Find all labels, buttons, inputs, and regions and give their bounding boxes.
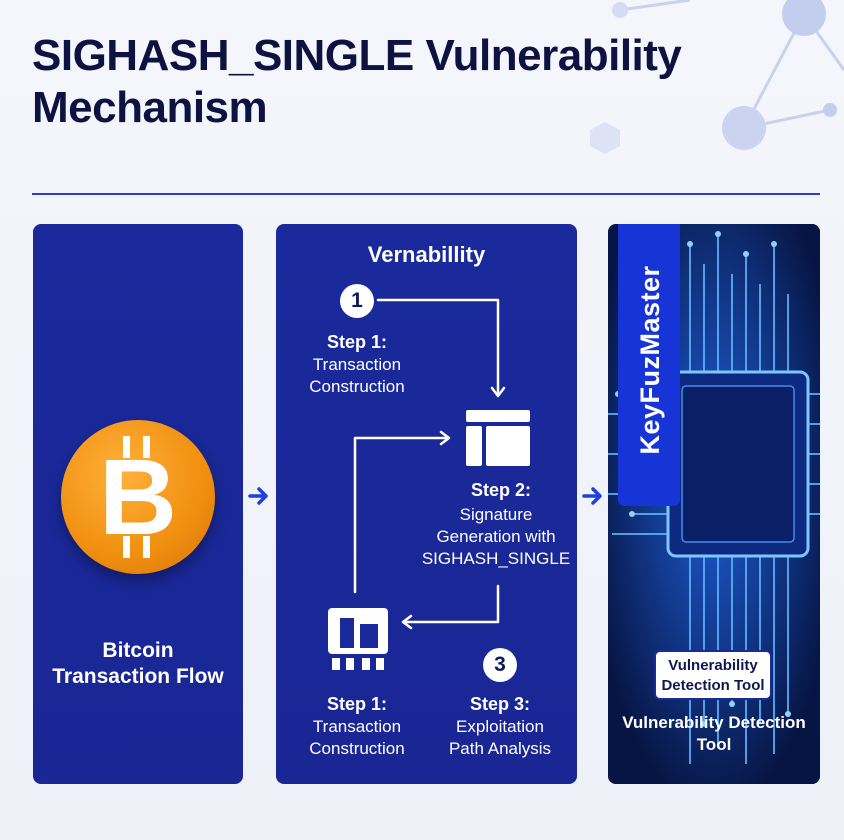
detection-tool-panel: KeyFuzMaster Vulnerability Detection Too… [608, 224, 820, 784]
step-badge: 1 [340, 284, 374, 318]
step-description: Transaction Construction [309, 355, 405, 396]
tool-box-label: Vulnerability Detection Tool [654, 650, 772, 700]
bitcoin-symbol: B [99, 436, 177, 557]
step-heading: Step 2: [470, 480, 531, 500]
step-heading: Step 1: [326, 694, 387, 714]
chip-icon [328, 608, 388, 670]
step-heading: Step 1: [326, 332, 387, 352]
vulnerability-panel: Vernabillity 1 Step 1: Transaction Const… [276, 224, 577, 784]
vulnerability-panel-title: Vernabillity [367, 242, 486, 267]
page-title: SIGHASH_SINGLE Vulnerability Mechanism [32, 31, 682, 132]
step-badge: 3 [483, 648, 517, 682]
arrow-right-icon [248, 487, 268, 505]
network-decoration [590, 0, 844, 154]
bitcoin-icon: B [61, 420, 215, 574]
window-icon [466, 410, 530, 466]
flow-connectors [353, 298, 506, 630]
bitcoin-flow-label: Bitcoin Transaction Flow [52, 639, 224, 688]
brand-label: KeyFuzMaster [635, 265, 665, 455]
bitcoin-strokes [123, 436, 150, 558]
bitcoin-panel: B Bitcoin Transaction Flow [33, 224, 243, 784]
brand-tab: KeyFuzMaster [618, 224, 680, 506]
title-divider [32, 193, 820, 195]
step-description: Transaction Construction [309, 717, 405, 758]
step-description: Signature Generation with SIGHASH_SINGLE [421, 505, 571, 568]
step-heading: Step 3: [469, 694, 530, 714]
tool-caption: Vulnerability Detection Tool [622, 713, 806, 754]
arrow-right-icon [582, 487, 602, 505]
step-description: Exploitation Path Analysis [448, 717, 552, 758]
